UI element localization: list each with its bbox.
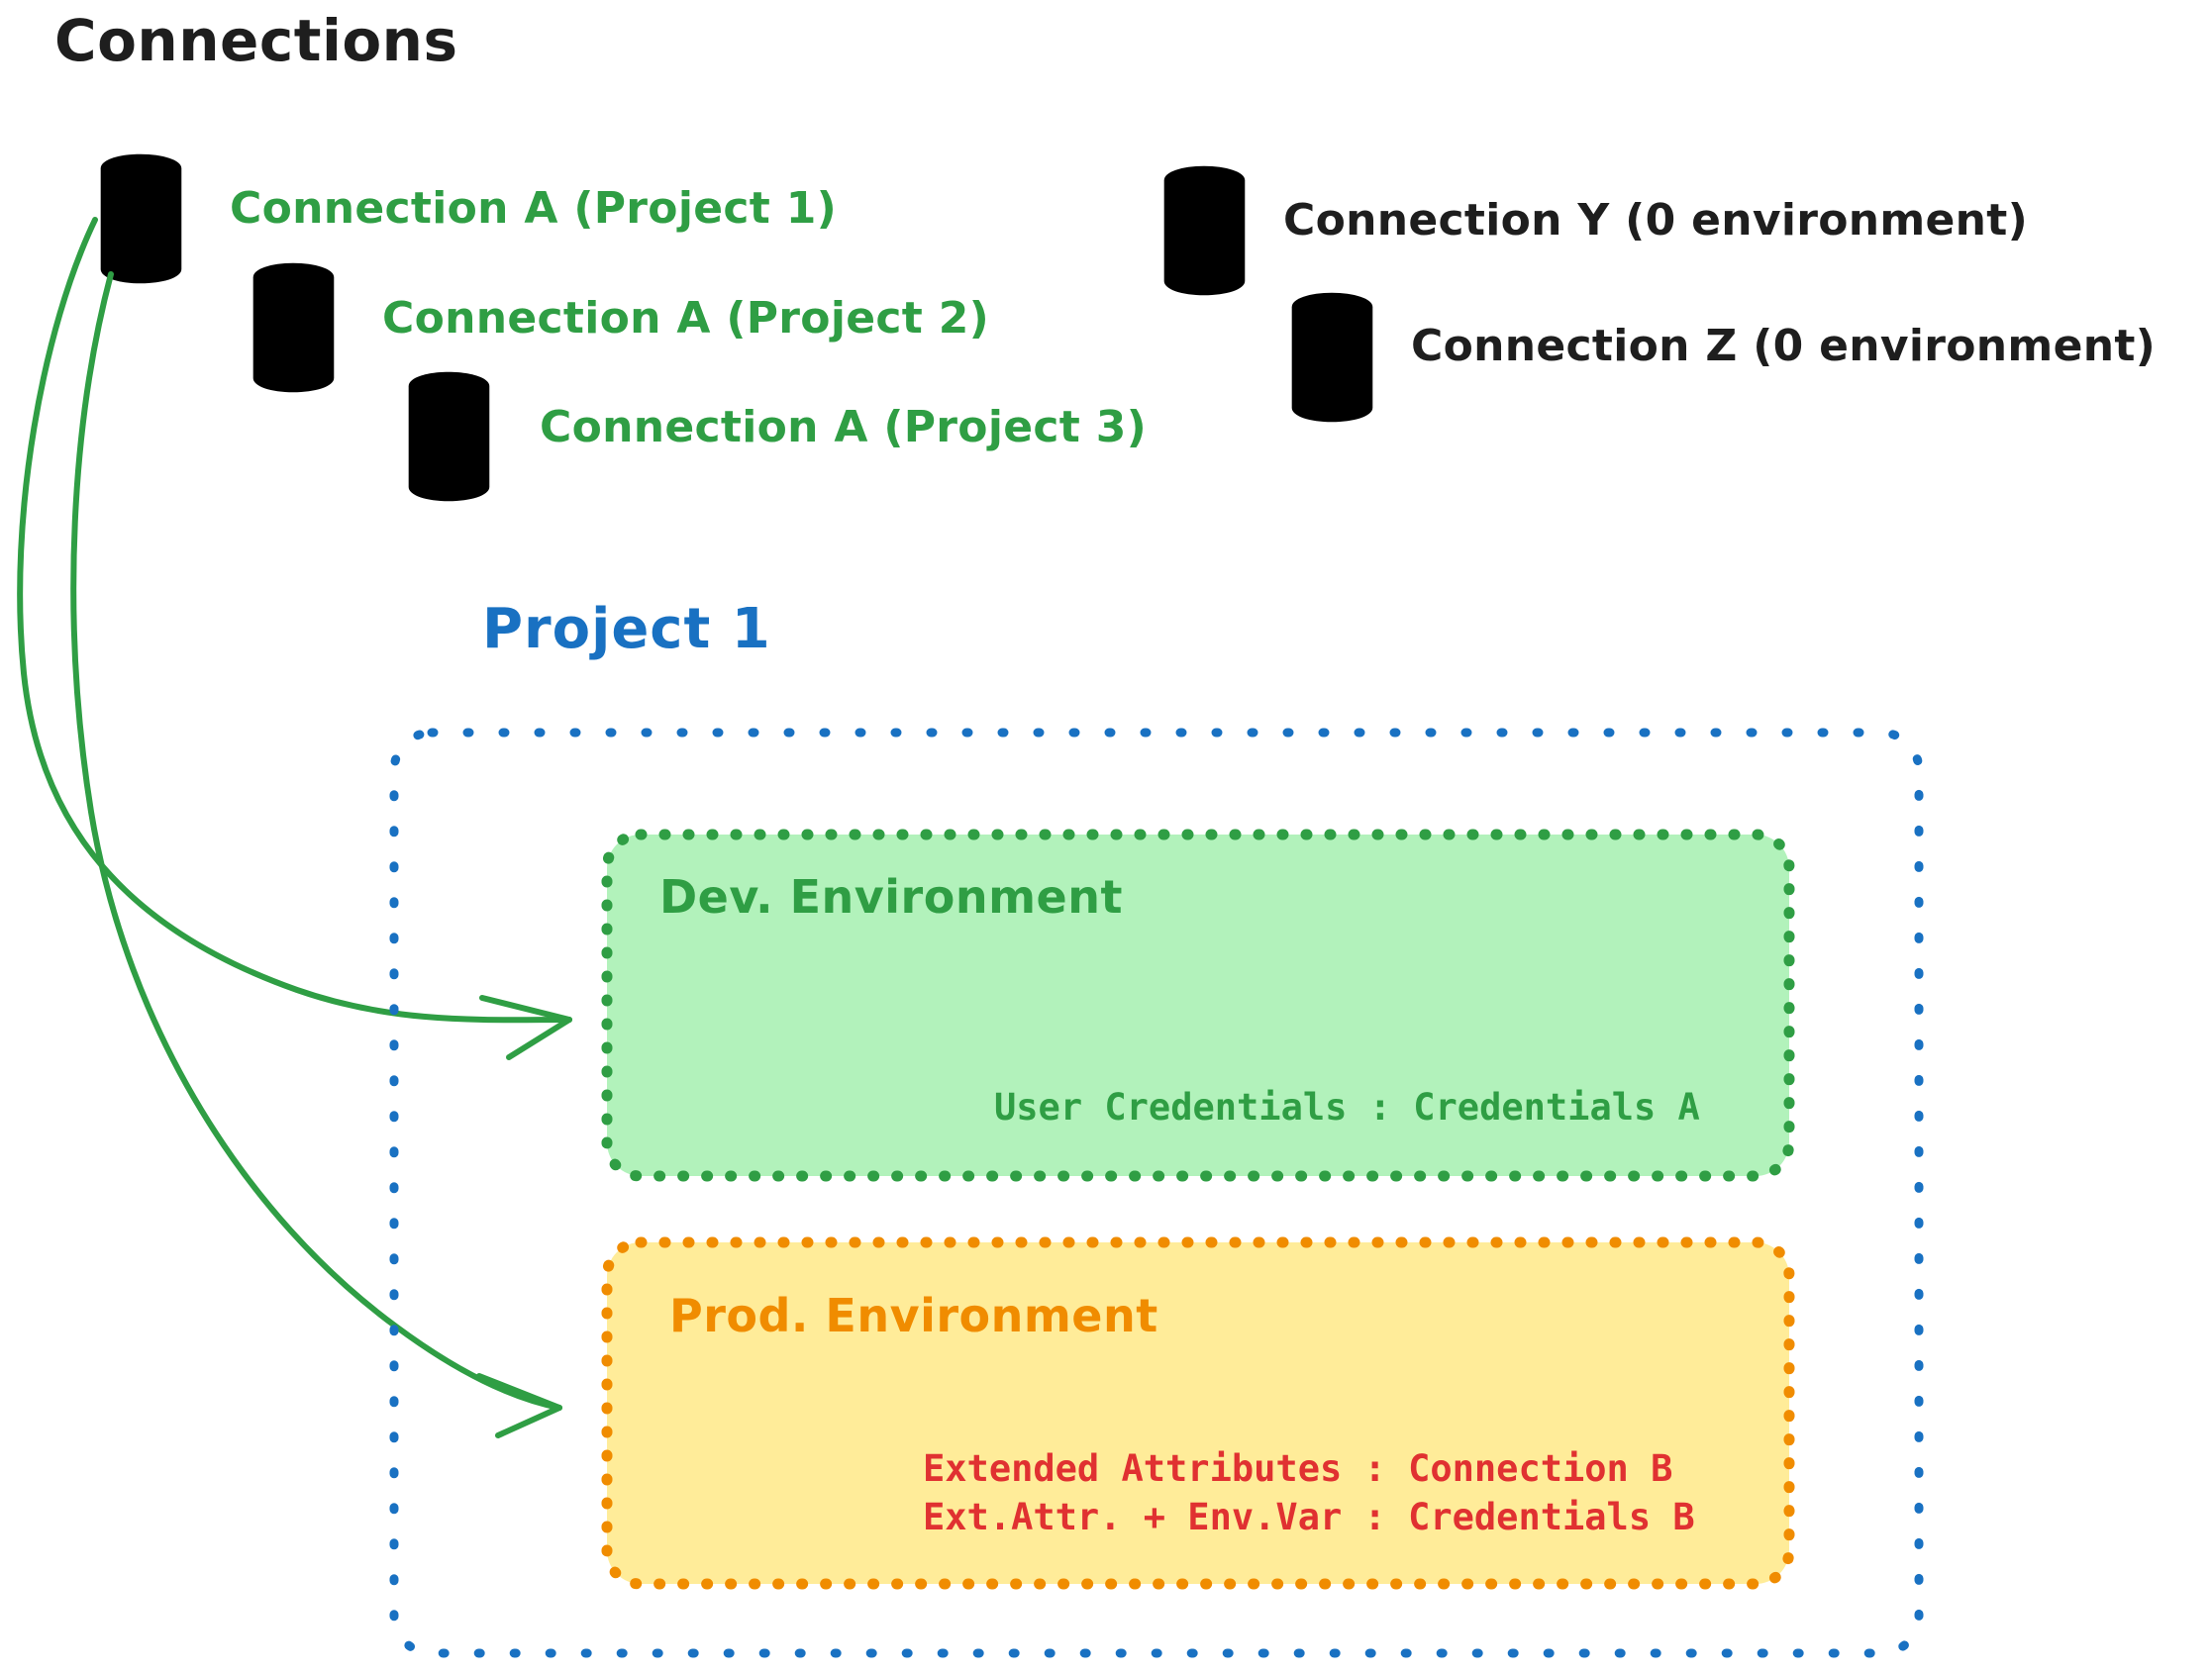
connection-label-a-project-1: Connection A (Project 1) bbox=[230, 183, 838, 234]
arrow-connection-a-to-prod bbox=[70, 271, 562, 1438]
dev-environment-title: Dev. Environment bbox=[659, 870, 1123, 924]
prod-environment-row-extended-attributes: Extended Attributes : Connection B bbox=[923, 1447, 1673, 1490]
project-title: Project 1 bbox=[482, 597, 771, 661]
database-icon-connection-z bbox=[1289, 290, 1373, 423]
prod-environment-title: Prod. Environment bbox=[669, 1289, 1158, 1342]
connection-label-a-project-3: Connection A (Project 3) bbox=[540, 402, 1148, 452]
database-icon-connection-a-2 bbox=[251, 260, 335, 393]
database-icon-connection-y bbox=[1161, 163, 1246, 296]
prod-environment-row-ext-attr-env-var: Ext.Attr. + Env.Var : Credentials B bbox=[923, 1496, 1695, 1538]
connection-label-y: Connection Y (0 environment) bbox=[1283, 195, 2029, 246]
connection-label-z: Connection Z (0 environment) bbox=[1411, 321, 2157, 371]
dev-environment-row-user-credentials: User Credentials : Credentials A bbox=[994, 1086, 1700, 1129]
page-title: Connections bbox=[54, 7, 458, 74]
database-icon-connection-a-1 bbox=[98, 151, 182, 284]
connection-label-a-project-2: Connection A (Project 2) bbox=[382, 293, 990, 344]
database-icon-connection-a-3 bbox=[406, 369, 490, 502]
